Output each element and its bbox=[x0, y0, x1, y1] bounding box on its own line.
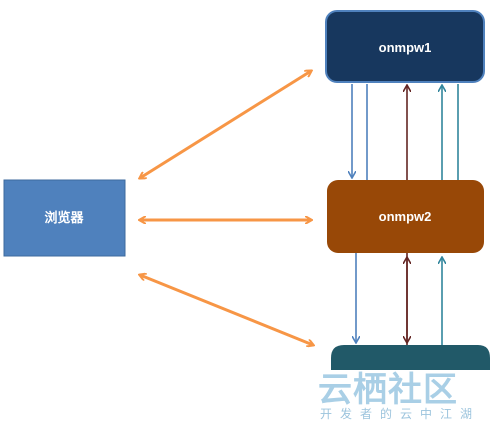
onmpw2-node: onmpw2 bbox=[327, 180, 484, 253]
bottom-node bbox=[331, 345, 490, 370]
onmpw1-node: onmpw1 bbox=[325, 10, 485, 83]
watermark-slogan: 开发者的云中江湖 bbox=[320, 407, 481, 421]
onmpw1-label: onmpw1 bbox=[379, 40, 432, 55]
browser-node: 浏览器 bbox=[3, 179, 126, 257]
onmpw2-label: onmpw2 bbox=[379, 209, 432, 224]
browser-onmpw1-link bbox=[140, 71, 311, 178]
browser-bottom-link bbox=[140, 275, 313, 345]
browser-label: 浏览器 bbox=[44, 210, 84, 225]
watermark-logo: 云栖社区 bbox=[318, 370, 458, 410]
